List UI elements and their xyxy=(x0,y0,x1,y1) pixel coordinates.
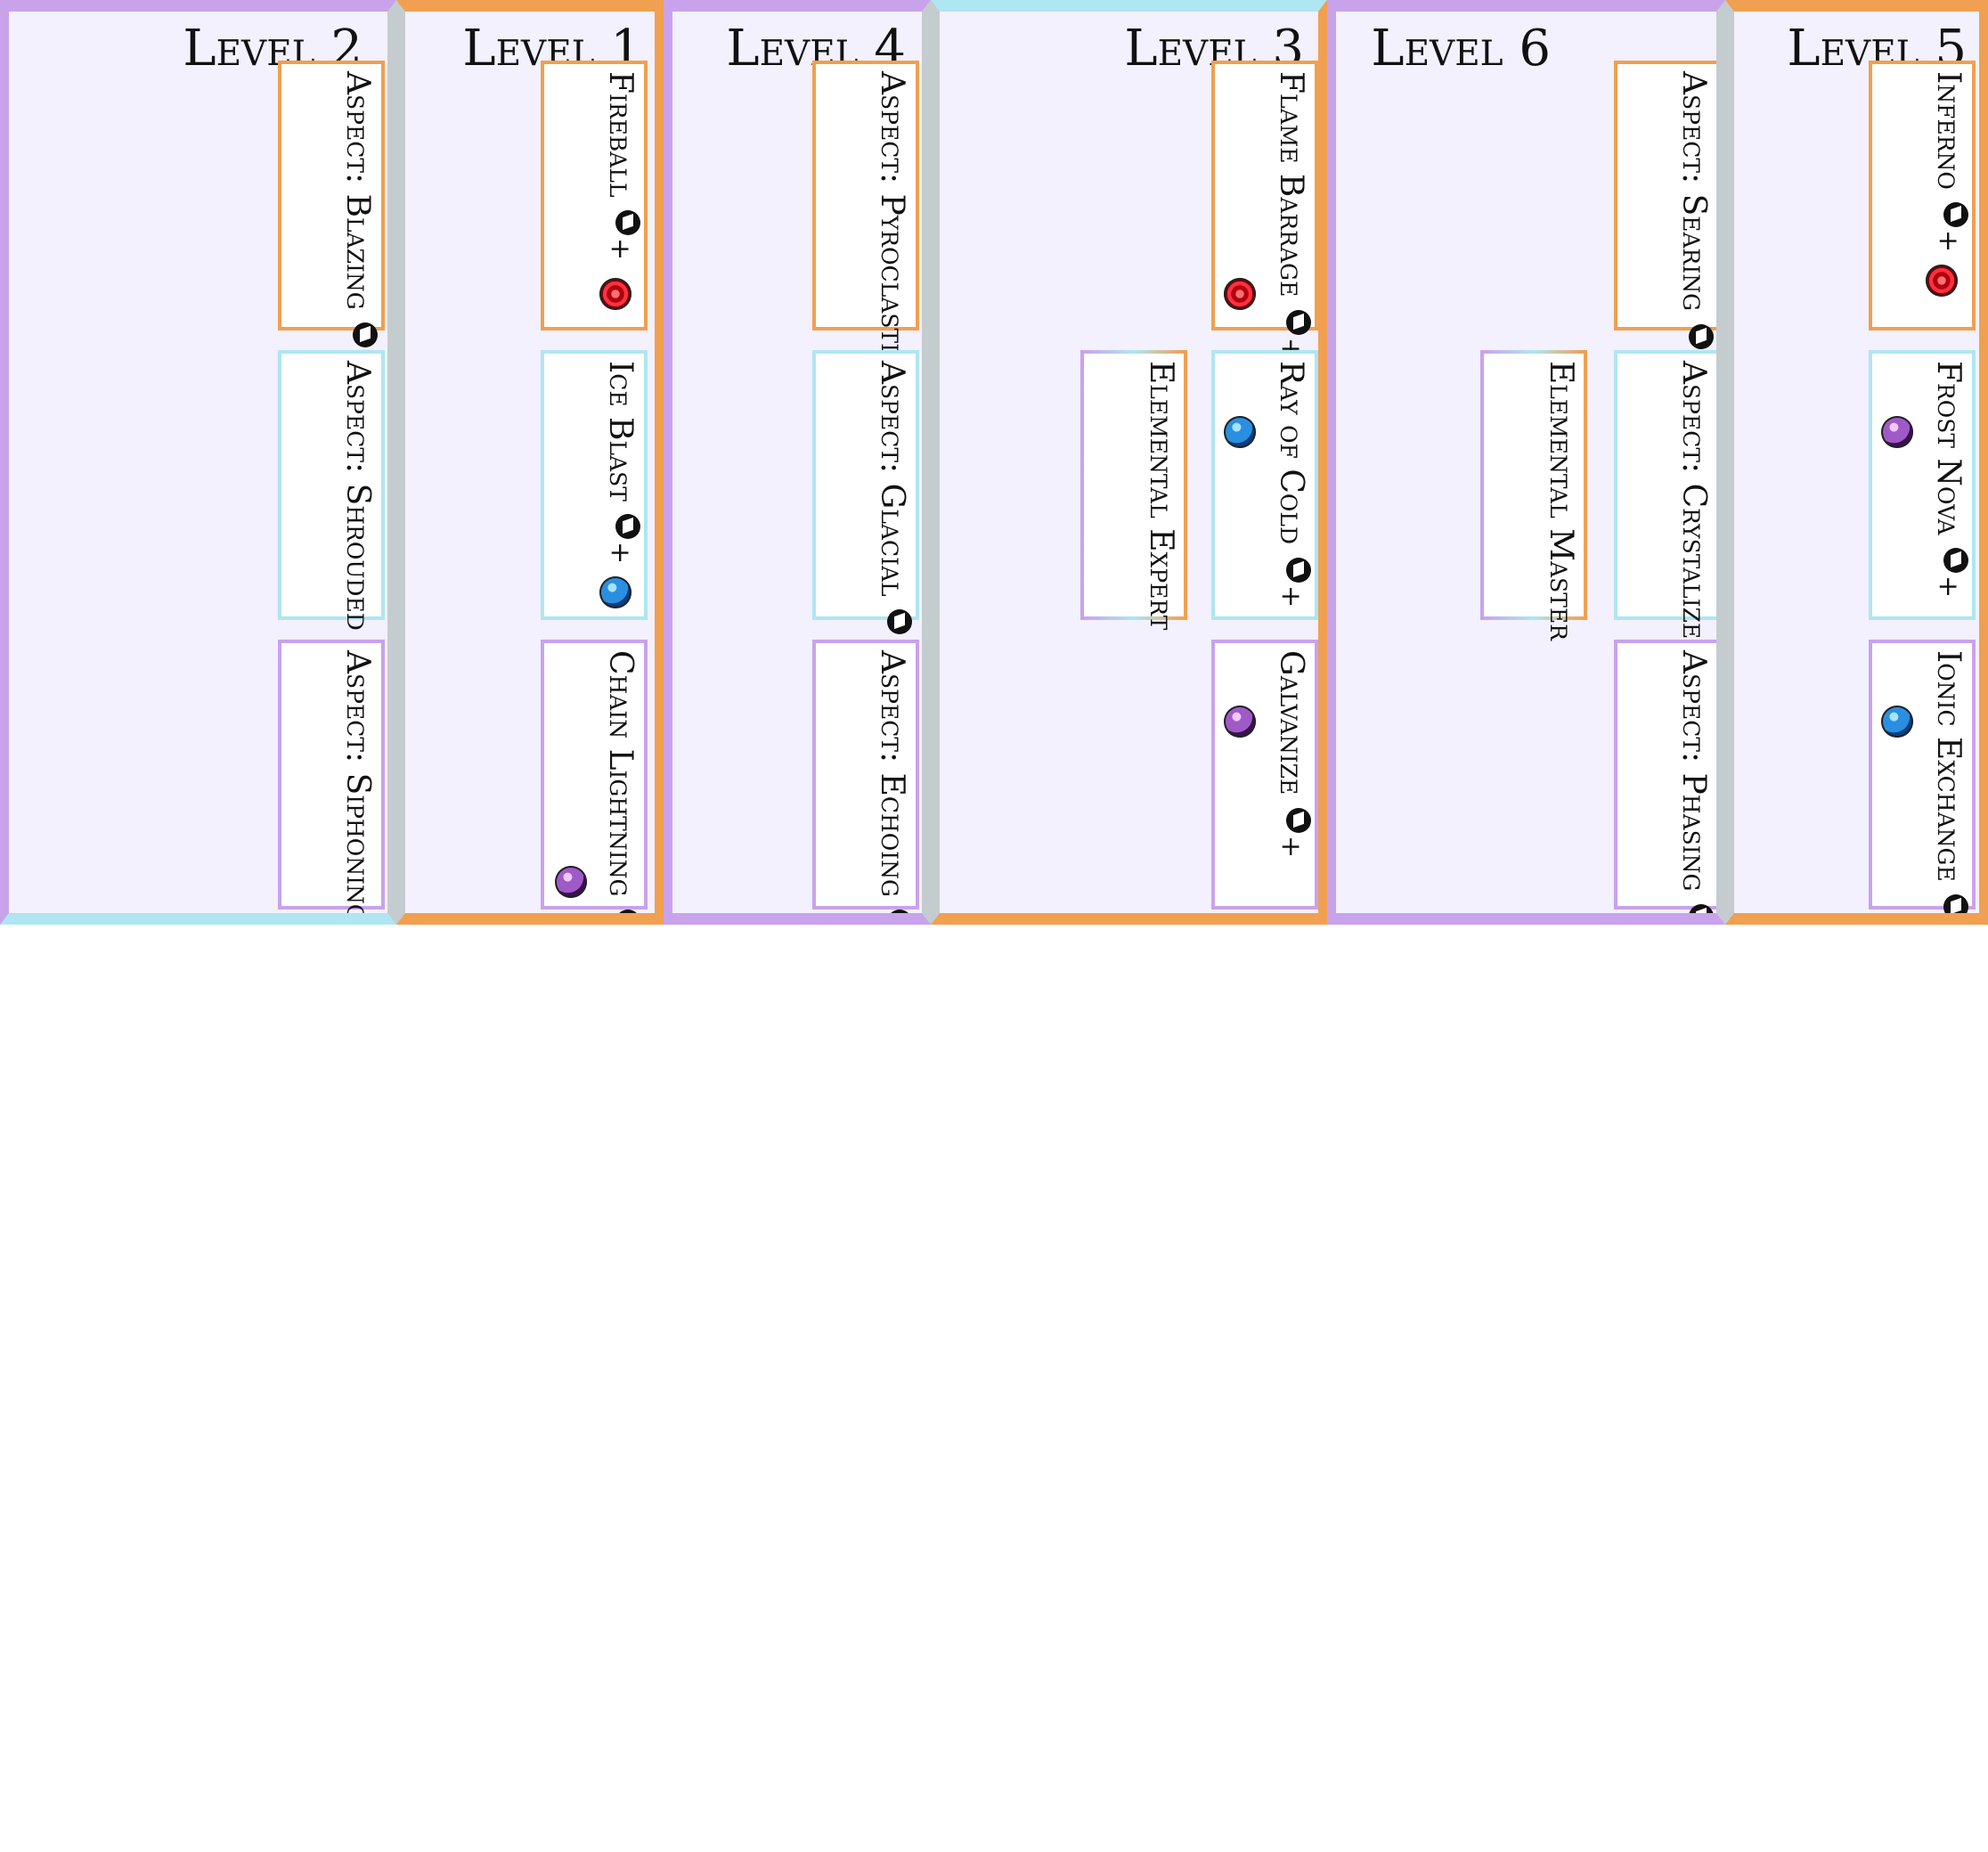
card-ionic-exchange[interactable]: Ionic Exchange + xyxy=(1869,640,1976,913)
panel-level-1: Level 1 Fireball + Ice Blast + Chain Lig… xyxy=(396,0,664,925)
card-aspect-siphoning[interactable]: Aspect: Siphoning xyxy=(278,640,385,913)
card-elemental-expert[interactable]: Elemental Expert xyxy=(1080,350,1187,630)
card-label: Fireball xyxy=(602,71,639,198)
card-galvanize[interactable]: Galvanize + xyxy=(1211,640,1318,910)
card-label: Aspect: Pyroclastic xyxy=(874,71,910,370)
panel-level-3: Level 3 Flame Barrage + Ray of Cold + Ga… xyxy=(931,0,1327,925)
book-icon xyxy=(1286,309,1311,335)
book-icon xyxy=(615,210,640,236)
book-icon xyxy=(1689,323,1714,349)
red-gem-icon xyxy=(599,278,631,310)
card-label: Aspect: Searing xyxy=(1675,71,1712,312)
card-aspect-echoing[interactable]: Aspect: Echoing xyxy=(812,640,919,913)
card-chain-lightning[interactable]: Chain Lightning + xyxy=(541,640,648,913)
level-sheet: Level 2 Aspect: Blazing Aspect: Shrouded… xyxy=(0,0,1988,925)
book-icon xyxy=(1689,903,1714,913)
card-label: Elemental Expert xyxy=(1143,361,1179,631)
blue-gem-icon xyxy=(1881,706,1913,738)
card-label: Ionic Exchange xyxy=(1930,650,1967,882)
panel-level-5: Level 5 Inferno + Frost Nova + Ionic Exc… xyxy=(1725,0,1988,925)
purple-gem-icon xyxy=(1881,416,1913,448)
card-flame-barrage[interactable]: Flame Barrage + xyxy=(1211,61,1318,360)
card-label: Chain Lightning xyxy=(602,650,639,897)
book-icon xyxy=(1943,202,1968,228)
blue-gem-icon xyxy=(599,576,631,608)
book-icon xyxy=(1286,557,1311,583)
red-gem-icon xyxy=(1224,278,1256,310)
card-label: Aspect: Siphoning xyxy=(339,650,376,922)
card-aspect-searing[interactable]: Aspect: Searing xyxy=(1614,61,1716,349)
card-label: Aspect: Shrouded xyxy=(339,361,376,631)
card-label: Ray of Cold xyxy=(1273,361,1309,545)
card-ice-blast[interactable]: Ice Blast + xyxy=(541,350,648,620)
panel-level-2: Level 2 Aspect: Blazing Aspect: Shrouded… xyxy=(0,0,396,925)
card-aspect-shrouded[interactable]: Aspect: Shrouded xyxy=(278,350,385,669)
card-label: Galvanize xyxy=(1273,650,1309,795)
red-gem-icon xyxy=(1926,265,1958,297)
card-label: Ice Blast xyxy=(602,361,639,502)
card-aspect-blazing[interactable]: Aspect: Blazing xyxy=(278,61,385,348)
book-icon xyxy=(615,514,640,540)
level-title: Level 6 xyxy=(1371,20,1551,78)
card-label: Aspect: Crystalized xyxy=(1675,361,1712,657)
book-icon xyxy=(1286,807,1311,833)
book-icon xyxy=(887,609,912,635)
card-fireball[interactable]: Fireball + xyxy=(541,61,648,330)
purple-gem-icon xyxy=(1224,706,1256,738)
card-aspect-pyroclastic[interactable]: Aspect: Pyroclastic xyxy=(812,61,919,407)
card-label: Frost Nova xyxy=(1930,361,1967,535)
panel-level-4: Level 4 Aspect: Pyroclastic Aspect: Glac… xyxy=(664,0,931,925)
card-label: Aspect: Glacial xyxy=(874,361,910,597)
card-frost-nova[interactable]: Frost Nova + xyxy=(1869,350,1976,620)
book-icon xyxy=(615,909,640,913)
card-elemental-master[interactable]: Elemental Master xyxy=(1480,350,1587,640)
card-inferno[interactable]: Inferno + xyxy=(1869,61,1976,330)
card-label: Aspect: Blazing xyxy=(339,71,376,310)
panel-level-6: Level 6 Aspect: Searing Aspect: Crystali… xyxy=(1327,0,1725,925)
card-label: Aspect: Echoing xyxy=(874,650,910,897)
card-label: Flame Barrage xyxy=(1273,71,1309,298)
card-aspect-phasing[interactable]: Aspect: Phasing xyxy=(1614,640,1716,913)
blue-gem-icon xyxy=(1224,416,1256,448)
card-label: Inferno xyxy=(1930,71,1967,190)
card-label: Elemental Master xyxy=(1543,361,1579,641)
book-icon xyxy=(1943,894,1968,913)
card-aspect-crystalized[interactable]: Aspect: Crystalized xyxy=(1614,350,1716,695)
card-aspect-glacial[interactable]: Aspect: Glacial xyxy=(812,350,919,635)
book-icon xyxy=(353,322,378,348)
book-icon xyxy=(1943,547,1968,573)
book-icon xyxy=(887,910,912,913)
card-ray-of-cold[interactable]: Ray of Cold + xyxy=(1211,350,1318,620)
card-label: Aspect: Phasing xyxy=(1675,650,1712,892)
purple-gem-icon xyxy=(555,866,587,898)
